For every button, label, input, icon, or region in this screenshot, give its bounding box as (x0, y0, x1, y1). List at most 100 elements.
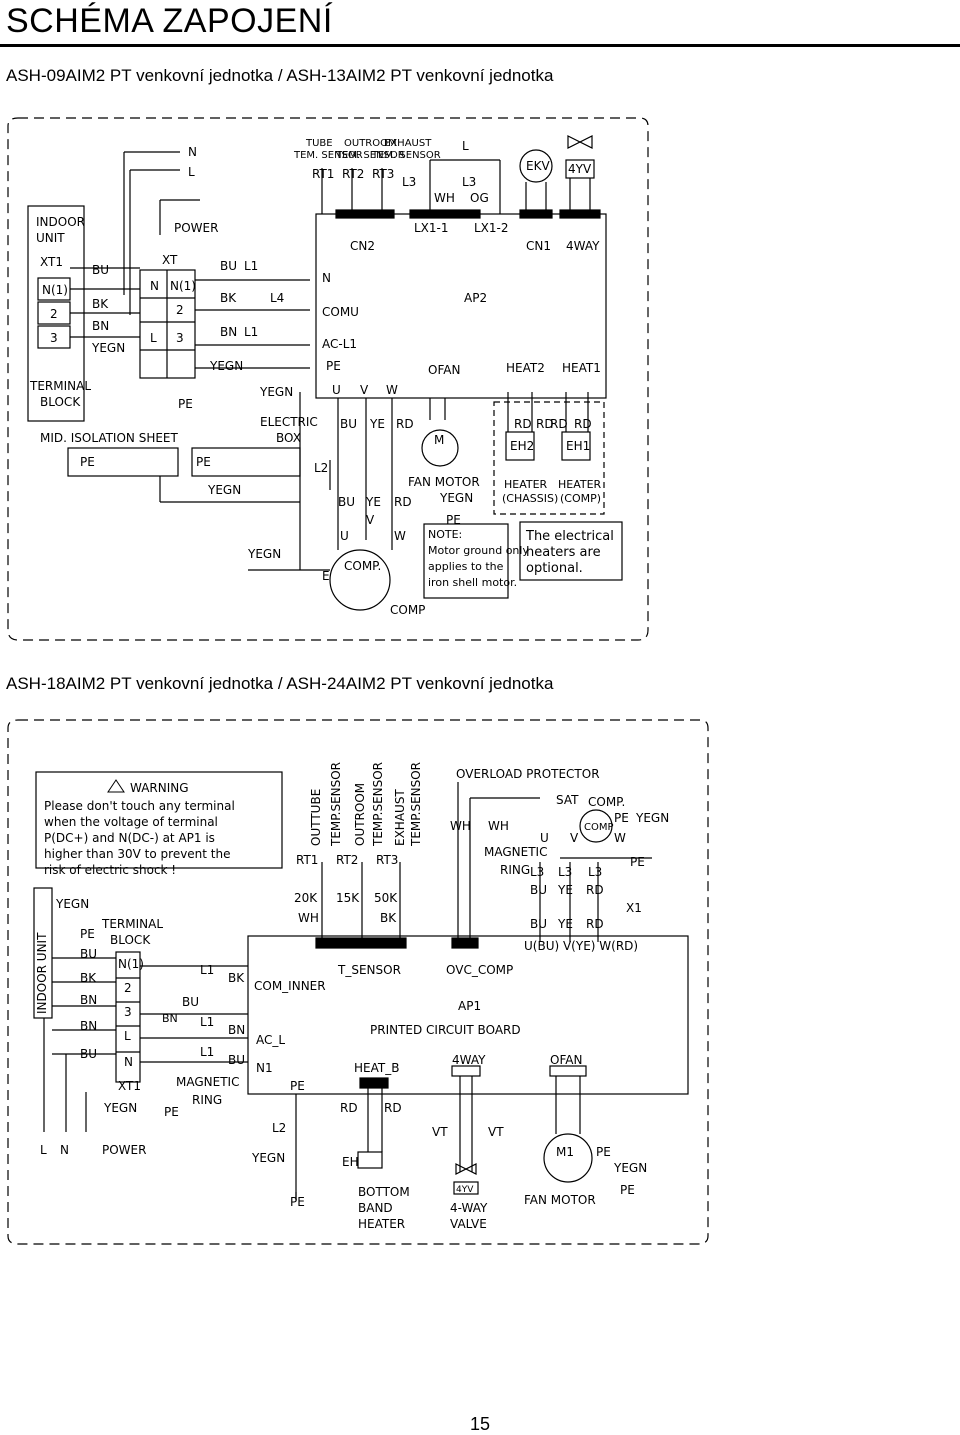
d1-ye-2: YE (369, 417, 385, 431)
d2-4way: 4WAY (452, 1053, 486, 1067)
d1-u-2: U (340, 529, 349, 543)
d2-bbh-3: HEATER (358, 1217, 405, 1231)
d2-l2: L2 (272, 1121, 286, 1135)
d2-pe-2: PE (630, 855, 645, 869)
d1-rd-3: RD (394, 495, 412, 509)
d2-wire-2: BK (80, 971, 97, 985)
d1-l2: L2 (314, 461, 328, 475)
d2-bbh-2: BAND (358, 1201, 393, 1215)
d2-tb-5: N (124, 1055, 133, 1069)
d1-pe-3: PE (178, 397, 193, 411)
d2-ap1: AP1 (458, 999, 481, 1013)
d2-wire-1: BU (80, 947, 97, 961)
d2-pe-board: PE (290, 1079, 305, 1093)
d2-yegn-bottom: YEGN (103, 1101, 137, 1115)
d1-ye-3: YE (365, 495, 381, 509)
d1-lx11: LX1-1 (414, 221, 449, 235)
d1-w-2: W (394, 529, 406, 543)
d1-rd-h2: RD (536, 417, 554, 431)
d1-ekv: EKV (526, 159, 550, 173)
d1-tube-1: TUBE (305, 138, 333, 149)
d2-wire-3: BN (80, 993, 97, 1007)
d1-mid-isolation: MID. ISOLATION SHEET (40, 431, 179, 445)
d2-l: L (40, 1143, 47, 1157)
d1-l1-a: L1 (244, 259, 258, 273)
d1-exhaust-2: TEM. SENSOR (371, 150, 441, 161)
d1-l1-b: L1 (244, 325, 258, 339)
d2-tb-1: N(1) (118, 957, 144, 971)
d1-comp-dot: COMP. (344, 559, 381, 573)
d1-fan-motor: FAN MOTOR (408, 475, 480, 489)
d2-tb-3: 3 (124, 1005, 132, 1019)
d2-ye-b: YE (557, 917, 573, 931)
d2-rt2: RT2 (336, 853, 358, 867)
d2-n: N (60, 1143, 69, 1157)
d2-yegn-fan: YEGN (613, 1161, 647, 1175)
d1-heat2: HEAT2 (506, 361, 545, 375)
d2-bu-a: BU (530, 883, 547, 897)
d1-yegn-4: YEGN (247, 547, 281, 561)
d1-indoor-term-2: 2 (50, 307, 58, 321)
d2-vt-b: VT (488, 1125, 504, 1139)
d2-bk: BK (380, 911, 397, 925)
d2-u: U (540, 831, 549, 845)
d1-optional-1: The electrical (525, 529, 614, 544)
d2-bbh-1: BOTTOM (358, 1185, 410, 1199)
d2-ovc-comp: OVC_COMP (446, 963, 513, 977)
d1-cn2: CN2 (350, 239, 375, 253)
d1-outroom-1: OUTROOM (344, 138, 397, 149)
d2-xt1: XT1 (118, 1079, 141, 1093)
d1-lx12: LX1-2 (474, 221, 509, 235)
d2-tb-4: L (124, 1029, 131, 1043)
d1-heat1: HEAT1 (562, 361, 601, 375)
d1-bn: BN (220, 325, 237, 339)
d2-pcb: PRINTED CIRCUIT BOARD (370, 1023, 521, 1037)
d2-ye-a: YE (557, 883, 573, 897)
d1-xt-right-1: N(1) (170, 279, 196, 293)
d1-heater-chassis-1: HEATER (504, 478, 548, 491)
d1-eh2: EH2 (510, 439, 534, 453)
d2-ofan: OFAN (550, 1053, 582, 1067)
d2-indoor-unit: INDOOR UNIT (35, 932, 49, 1014)
d2-bk: BK (228, 971, 245, 985)
d2-yegn-top: YEGN (55, 897, 89, 911)
d1-yegn-fan: YEGN (439, 491, 473, 505)
d2-res2: 15K (336, 891, 360, 905)
d2-l3-a: L3 (530, 865, 544, 879)
subtitle-first-diagram: ASH-09AIM2 PT venkovní jednotka / ASH-13… (6, 66, 554, 85)
d2-wire-4: BN (80, 1019, 97, 1033)
d2-rt1: RT1 (296, 853, 318, 867)
d2-magnetic-v-1: MAGNETIC (176, 1075, 239, 1089)
title-rule (0, 44, 960, 47)
d2-warning-1: Please don't touch any terminal (44, 799, 235, 813)
d2-sensor-2b: TEMP.SENSOR (371, 762, 385, 847)
d2-rt3: RT3 (376, 853, 398, 867)
d2-w: W (614, 831, 626, 845)
d1-electric-1: ELECTRIC (260, 415, 318, 429)
d1-m: M (434, 433, 444, 447)
subtitle-second-diagram: ASH-18AIM2 PT venkovní jednotka / ASH-24… (6, 674, 554, 693)
d1-v: V (360, 383, 369, 397)
d2-sensor-3b: TEMP.SENSOR (409, 762, 423, 847)
d1-outroom-2: TEM. SENSOR (335, 150, 405, 161)
d2-valve-1: 4-WAY (450, 1201, 488, 1215)
d1-rd-h4: RD (574, 417, 592, 431)
d2-sensor-1b: TEMP.SENSOR (329, 762, 343, 847)
d2-rd-a: RD (586, 883, 604, 897)
d1-xt-left-1: N (150, 279, 159, 293)
d2-res3: 50K (374, 891, 398, 905)
d1-cn1: CN1 (526, 239, 551, 253)
d1-power-l: L (188, 165, 195, 179)
d2-terminal-1: TERMINAL (101, 917, 163, 931)
d2-warning-5: risk of electric shock ! (44, 863, 176, 877)
d1-terminal-2: BLOCK (40, 395, 81, 409)
d1-bu-3: BU (338, 495, 355, 509)
d1-note-1: NOTE: (428, 528, 462, 541)
d2-l3-b: L3 (558, 865, 572, 879)
d2-4yv: 4YV (456, 1185, 474, 1195)
d1-w: W (386, 383, 398, 397)
d1-xt-right-2: 2 (176, 303, 184, 317)
d2-overload: OVERLOAD PROTECTOR (456, 767, 600, 781)
page-number: 15 (470, 1414, 491, 1434)
d2-n1: N1 (256, 1061, 273, 1075)
